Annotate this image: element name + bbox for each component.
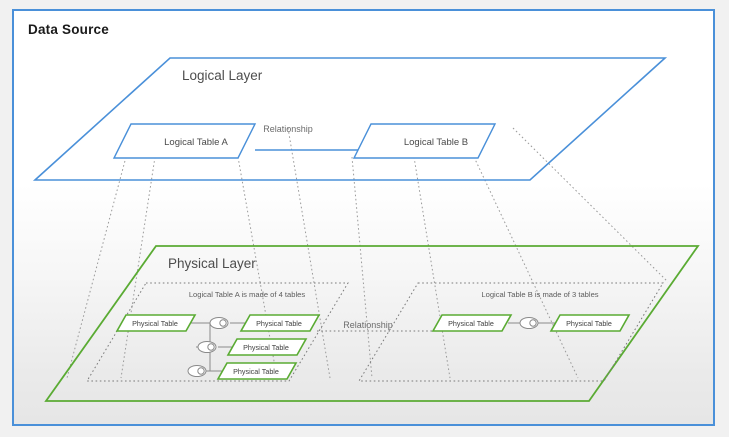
venn-join-icon-inner [207,343,215,351]
connector-line [287,127,331,379]
logical-table-a-shape[interactable] [112,123,257,159]
page-title: Data Source [28,22,109,37]
physical-table-a4-label: Physical Table [233,367,279,376]
physical-table-a4[interactable]: Physical Table [216,362,298,380]
logical-layer-plane[interactable] [32,57,668,181]
logical-layer-title: Logical Layer [182,68,263,83]
venn-join-icon-inner [529,319,537,327]
physical-table-a2-label: Physical Table [256,319,302,328]
physical-table-b2-shape[interactable] [549,314,631,332]
venn-join-icon[interactable] [209,317,229,329]
connector-line [512,127,669,283]
physical-table-a2[interactable]: Physical Table [239,314,321,332]
physical-layer-group[interactable]: Physical Layer Logical Table A is made o… [44,245,700,402]
venn-join-icon[interactable] [187,365,207,377]
layer-connectors [66,127,669,379]
connector-line [66,156,127,379]
logical-table-a-label: Logical Table A [164,137,228,148]
physical-table-b1[interactable]: Physical Table [431,314,513,332]
physical-layer-plane[interactable] [44,245,700,402]
venn-join-icon[interactable] [519,317,539,329]
physical-table-a3-shape[interactable] [226,338,308,356]
connector-line [351,156,373,379]
connector-line [473,156,579,379]
physical-table-a1-shape[interactable] [115,314,197,332]
venn-join-icon[interactable] [197,341,217,353]
logical-layer-group[interactable]: Logical Layer Relationship Logical Table… [32,57,668,181]
physical-table-b2-label: Physical Table [566,319,612,328]
physical-table-b2[interactable]: Physical Table [549,314,631,332]
physical-group-a-boundary [86,282,349,382]
physical-table-a3[interactable]: Physical Table [226,338,308,356]
logical-table-b-shape[interactable] [352,123,497,159]
logical-table-a[interactable]: Logical Table A [112,123,257,159]
physical-table-a3-label: Physical Table [243,343,289,352]
logical-relationship-label: Relationship [263,124,313,134]
connector-line [413,156,451,379]
physical-table-a1-label: Physical Table [132,319,178,328]
physical-layer-title: Physical Layer [168,256,256,271]
physical-relationship-label: Relationship [343,320,393,330]
venn-join-icon-inner [219,319,227,327]
logical-table-b-label: Logical Table B [404,137,468,148]
venn-join-icon-inner [197,367,205,375]
physical-table-a1[interactable]: Physical Table [115,314,197,332]
connector-line [120,156,156,379]
physical-table-a2-shape[interactable] [239,314,321,332]
physical-group-a-caption: Logical Table A is made of 4 tables [189,290,306,299]
physical-table-b1-shape[interactable] [431,314,513,332]
physical-table-a4-shape[interactable] [216,362,298,380]
physical-group-b-caption: Logical Table B is made of 3 tables [481,290,598,299]
logical-table-b[interactable]: Logical Table B [352,123,497,159]
data-source-frame [12,9,715,426]
physical-table-b1-label: Physical Table [448,319,494,328]
